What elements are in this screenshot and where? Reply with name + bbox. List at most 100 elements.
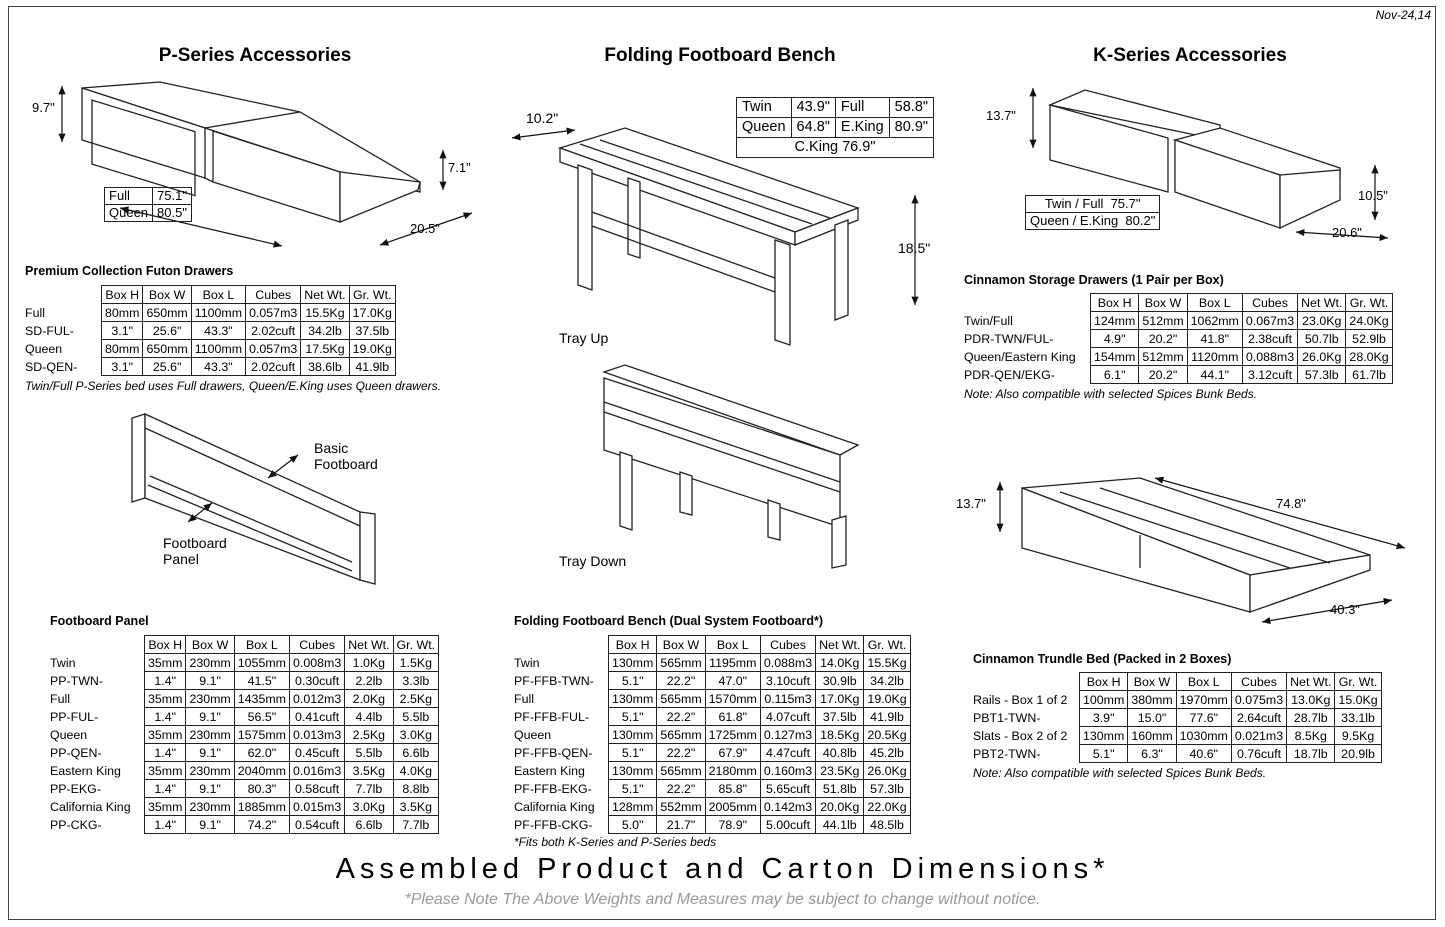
- table-cell: 80mm: [100, 303, 144, 322]
- column-header: Box W: [142, 285, 192, 304]
- k-drawer-height-dim: 13.7": [986, 108, 1016, 123]
- table-cell: 2.5Kg: [392, 689, 440, 708]
- table-cell: 52.9lb: [1345, 329, 1393, 348]
- size-value: 58.8": [888, 97, 935, 118]
- table-cell: 1570mm: [704, 689, 761, 708]
- table-cell: 9.1": [185, 743, 235, 762]
- table-cell: 19.0Kg: [863, 689, 911, 708]
- size-name: Twin: [736, 97, 792, 118]
- table-cell: 230mm: [185, 725, 235, 744]
- table-cell: 650mm: [142, 303, 192, 322]
- row-label: Twin/Full: [964, 313, 1013, 328]
- size-value: 80.5": [152, 204, 192, 222]
- column-header: Gr. Wt.: [392, 635, 440, 654]
- size-value: 75.1": [152, 187, 192, 205]
- table-cell: 34.2lb: [863, 671, 911, 690]
- row-label: PF-FFB-FUL-: [514, 709, 590, 724]
- table-cell: 2.38cuft: [1241, 329, 1299, 348]
- row-label: California King: [514, 799, 595, 814]
- table-cell: 15.0": [1127, 708, 1177, 727]
- table-cell: 33.1lb: [1334, 708, 1382, 727]
- bench-table-note: *Fits both K-Series and P-Series beds: [514, 835, 717, 849]
- table-cell: 1030mm: [1175, 726, 1232, 745]
- table-cell: 0.057m3: [245, 303, 302, 322]
- header-blank: [25, 286, 102, 304]
- table-cell: 9.1": [185, 779, 235, 798]
- table-cell: 0.016m3: [288, 761, 346, 780]
- table-cell: 25.6": [142, 357, 192, 376]
- cinnamon-drawers-note: Note: Also compatible with selected Spic…: [964, 387, 1258, 401]
- table-cell: 22.2": [656, 779, 706, 798]
- column-header: Box H: [1089, 293, 1140, 312]
- table-cell: 0.012m3: [288, 689, 346, 708]
- table-cell: 5.5lb: [392, 707, 440, 726]
- header-blank: [514, 636, 609, 654]
- trundle-height-dim: 13.7": [956, 496, 986, 511]
- p-drawer-side-dim: 7.1": [448, 160, 471, 175]
- k-series-drawer-drawing: [1029, 88, 1389, 242]
- table-cell: 17.0Kg: [348, 303, 396, 322]
- table-cell: 0.088m3: [759, 653, 817, 672]
- table-cell: 80mm: [100, 339, 144, 358]
- table-cell: 37.5lb: [348, 321, 396, 340]
- table-cell: 1120mm: [1186, 347, 1243, 366]
- p-series-title: P-Series Accessories: [158, 45, 352, 66]
- column-header: Net Wt.: [1286, 672, 1336, 691]
- table-cell: 6.6lb: [392, 743, 440, 762]
- column-header: Box H: [100, 285, 144, 304]
- table-cell: 128mm: [607, 797, 658, 816]
- table-cell: 37.5lb: [815, 707, 865, 726]
- futon-drawers-title: Premium Collection Futon Drawers: [25, 264, 234, 278]
- tray-down-label: Tray Down: [559, 553, 627, 569]
- table-cell: 5.65cuft: [759, 779, 817, 798]
- table-cell: 5.5lb: [344, 743, 394, 762]
- row-label: PF-FFB-TWN-: [514, 673, 594, 688]
- label-line: Footboard: [314, 456, 378, 472]
- table-cell: 25.6": [142, 321, 192, 340]
- table-cell: 80.3": [233, 779, 290, 798]
- table-cell: 0.45cuft: [288, 743, 346, 762]
- table-cell: 3.1": [100, 321, 144, 340]
- table-cell: 0.142m3: [759, 797, 817, 816]
- column-header: Box L: [233, 635, 290, 654]
- row-label: SD-QEN-: [25, 359, 78, 374]
- main-title: Assembled Product and Carton Dimensions*: [335, 853, 1110, 885]
- table-cell: 0.013m3: [288, 725, 346, 744]
- table-cell: 0.021m3: [1230, 726, 1288, 745]
- table-cell: 22.2": [656, 743, 706, 762]
- bench-size-box: Twin 43.9" Full 58.8" Queen 64.8" E.King…: [735, 97, 935, 158]
- table-cell: 43.3": [190, 321, 247, 340]
- table-cell: 1.4": [143, 707, 187, 726]
- header-blank: [50, 636, 145, 654]
- table-cell: 41.8": [1186, 329, 1243, 348]
- column-header: Net Wt.: [815, 635, 865, 654]
- table-cell: 0.067m3: [1241, 311, 1299, 330]
- table-cell: 7.7lb: [344, 779, 394, 798]
- column-header: Net Wt.: [1297, 293, 1347, 312]
- table-cell: 48.5lb: [863, 815, 911, 834]
- column-header: Cubes: [759, 635, 817, 654]
- table-cell: 4.0Kg: [392, 761, 440, 780]
- cking-size: C.King 76.9": [735, 137, 935, 158]
- table-cell: 2.02cuft: [245, 357, 302, 376]
- size-name: E.King: [834, 117, 890, 138]
- table-cell: 26.0Kg: [863, 761, 911, 780]
- table-cell: 9.1": [185, 707, 235, 726]
- size-name: Queen / E.King: [1030, 213, 1119, 228]
- table-cell: 77.6": [1175, 708, 1232, 727]
- table-cell: 61.7lb: [1345, 365, 1393, 384]
- table-cell: 18.5Kg: [815, 725, 865, 744]
